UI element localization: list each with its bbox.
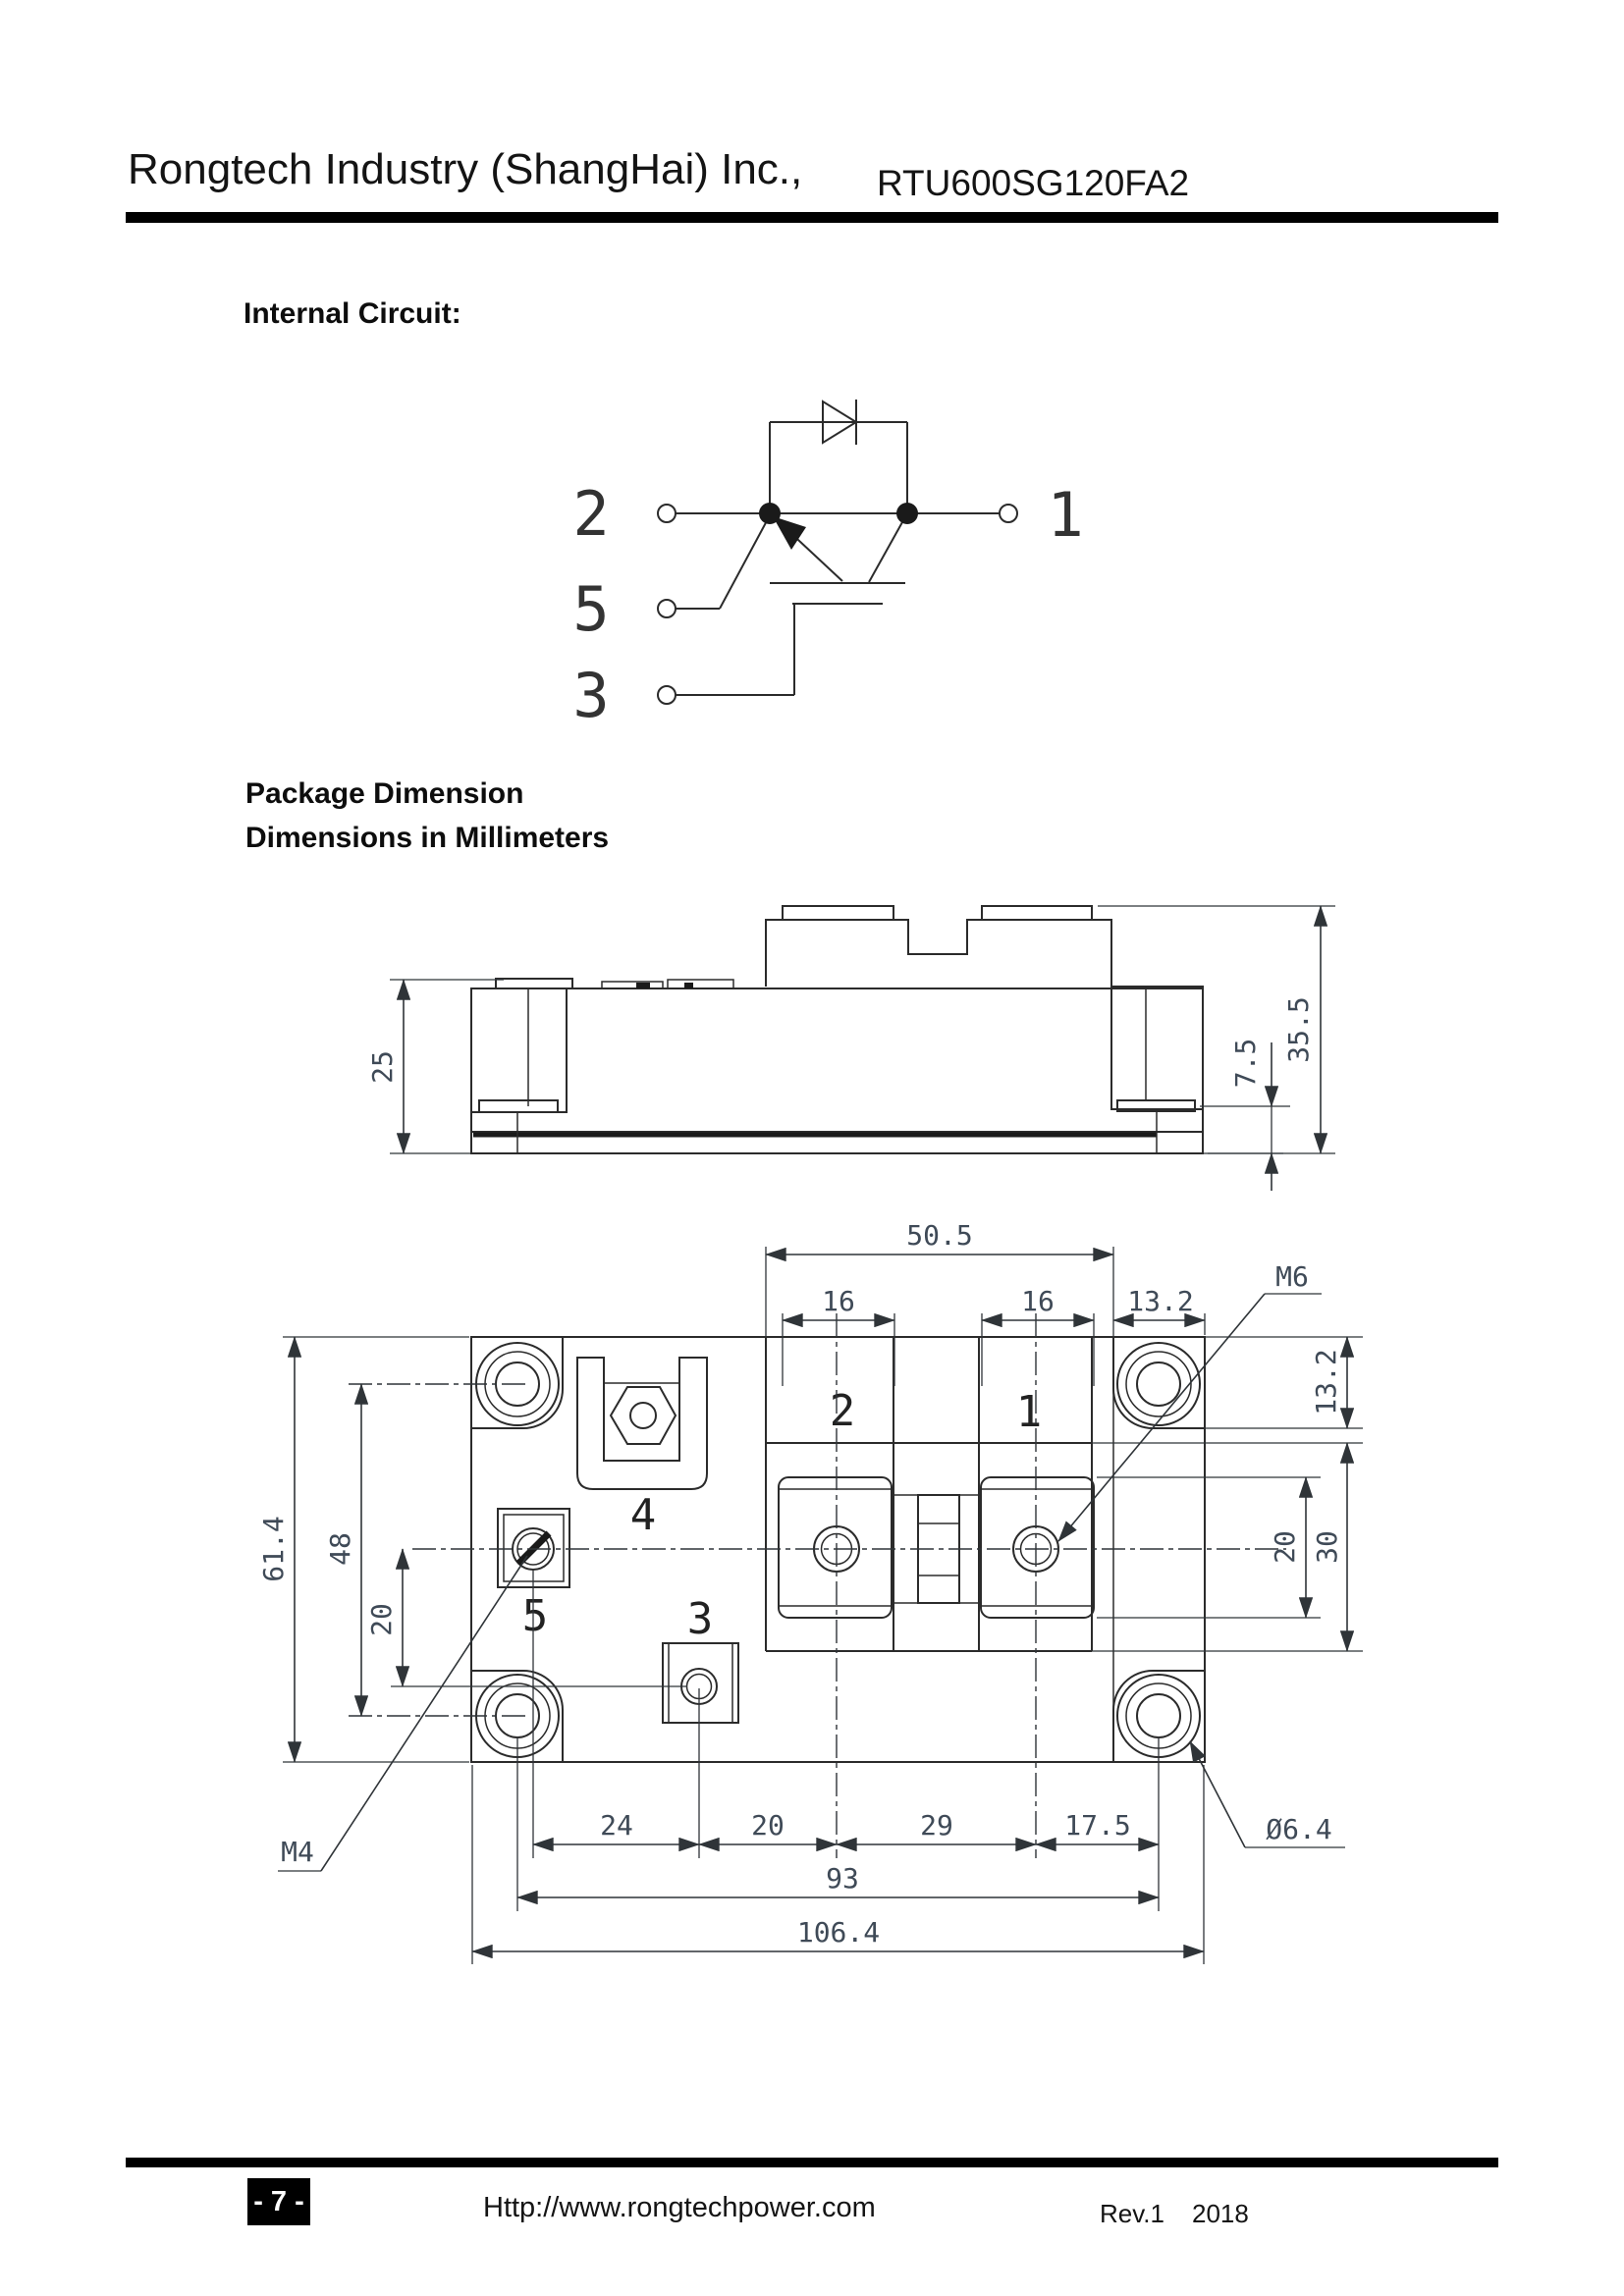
mounting-hole-top-left xyxy=(471,1336,564,1429)
centerlines xyxy=(349,1313,1286,1858)
igbt-symbol xyxy=(769,512,908,605)
dim-20-right: 20 xyxy=(1269,1530,1301,1564)
header-rule xyxy=(126,212,1498,223)
internal-circuit-heading: Internal Circuit: xyxy=(244,297,461,330)
dim-93: 93 xyxy=(826,1862,859,1895)
circuit-terminal-3-label: 3 xyxy=(572,660,609,731)
top-dimensions: 50.5 16 16 13.2 xyxy=(765,1219,1206,1328)
circuit-diagram: 2 5 3 1 xyxy=(572,400,1084,731)
page-number-badge: - 7 - xyxy=(247,2178,310,2225)
dim-106-4: 106.4 xyxy=(797,1916,880,1949)
terminal-2-pad xyxy=(778,1476,893,1619)
terminal-3 xyxy=(662,1642,739,1724)
left-dimensions: 61.4 48 20 xyxy=(257,1336,410,1763)
right-dimensions: 13.2 30 20 xyxy=(1269,1336,1355,1652)
circuit-wires xyxy=(676,421,1000,696)
part-number: RTU600SG120FA2 xyxy=(877,163,1190,203)
footer-year: 2018 xyxy=(1192,2199,1249,2228)
dim-48: 48 xyxy=(324,1532,356,1566)
dim-16-a: 16 xyxy=(822,1285,855,1317)
package-dimension-line2: Dimensions in Millimeters xyxy=(245,822,610,854)
callout-m4: M4 xyxy=(278,1555,528,1872)
footer-url: Http://www.rongtechpower.com xyxy=(483,2192,876,2223)
dim-13-2-right: 13.2 xyxy=(1310,1349,1342,1415)
package-dimension-heading: Package Dimension Dimensions in Millimet… xyxy=(245,772,609,860)
dim-24: 24 xyxy=(600,1809,633,1842)
terminal-3-label: 3 xyxy=(687,1594,714,1644)
dim-29: 29 xyxy=(920,1809,953,1842)
circuit-terminal-circles xyxy=(657,504,1018,705)
company-name: Rongtech Industry (ShangHai) Inc., xyxy=(128,145,803,193)
circuit-terminal-2-label: 2 xyxy=(572,478,609,550)
dim-30: 30 xyxy=(1311,1530,1343,1564)
side-view: 25 35.5 7.5 xyxy=(366,905,1335,1191)
callout-hole-dia-text: Ø6.4 xyxy=(1266,1813,1331,1845)
dim-20-bottom: 20 xyxy=(751,1809,785,1842)
terminal-5-label: 5 xyxy=(522,1591,549,1641)
hex-nut xyxy=(609,1386,677,1445)
callout-m6-text: M6 xyxy=(1275,1260,1309,1293)
terminal-4-bracket xyxy=(576,1357,708,1490)
terminal-1-pad xyxy=(980,1476,1095,1619)
terminal-1-label: 1 xyxy=(1016,1387,1043,1437)
dim-17-5: 17.5 xyxy=(1064,1809,1130,1842)
dim-50-5: 50.5 xyxy=(906,1219,972,1252)
bottom-dimensions: 24 20 29 17.5 93 106.4 xyxy=(471,1809,1205,1959)
diode-symbol xyxy=(822,400,858,445)
circuit-terminal-1-label: 1 xyxy=(1047,479,1083,551)
top-view: 4 5 3 xyxy=(257,1219,1363,1964)
side-view-dimensions: 25 35.5 7.5 xyxy=(366,905,1335,1191)
footer-revision: Rev.1 xyxy=(1100,2199,1164,2228)
dim-61-4: 61.4 xyxy=(257,1516,290,1581)
circuit-terminal-5-label: 5 xyxy=(572,573,609,645)
dim-35-5: 35.5 xyxy=(1282,996,1315,1062)
emitter-arrow xyxy=(773,516,806,550)
circuit-junction-dots xyxy=(759,503,918,524)
dim-25: 25 xyxy=(366,1050,399,1084)
side-view-outline xyxy=(390,905,1283,1154)
callout-m6: M6 xyxy=(1057,1260,1322,1542)
dim-7-5: 7.5 xyxy=(1229,1039,1262,1089)
package-dimension-line1: Package Dimension xyxy=(245,777,524,810)
dim-16-b: 16 xyxy=(1021,1285,1055,1317)
terminal-4-label: 4 xyxy=(630,1490,657,1540)
extension-lines xyxy=(283,1247,1363,1964)
callout-hole-diameter: Ø6.4 xyxy=(1189,1740,1345,1848)
footer-rule xyxy=(126,2158,1498,2167)
dim-20-left: 20 xyxy=(365,1603,398,1636)
dim-13-2-top: 13.2 xyxy=(1127,1285,1193,1317)
mounting-hole-top-right xyxy=(1112,1336,1205,1429)
power-terminal-zone xyxy=(765,1337,1095,1652)
callout-m4-text: M4 xyxy=(281,1836,314,1868)
terminal-2-label: 2 xyxy=(830,1386,856,1436)
